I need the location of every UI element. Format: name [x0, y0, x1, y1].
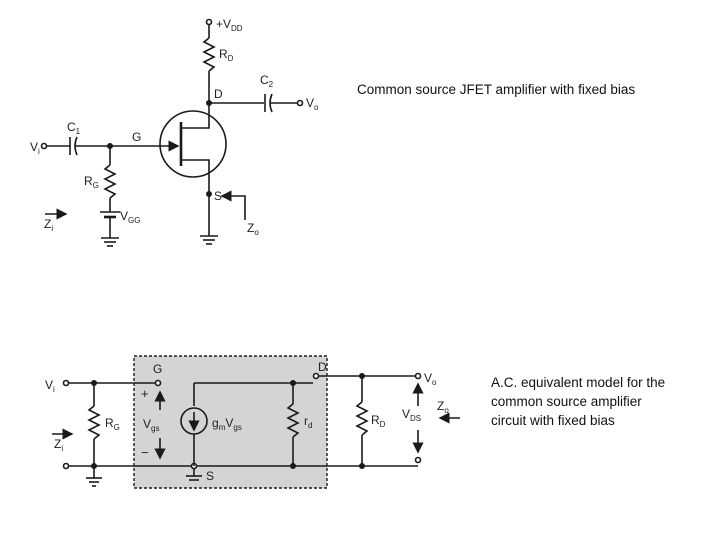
drain-label: D	[214, 87, 223, 101]
c1-label: C1	[67, 120, 81, 136]
ac-equivalent-model: Vi G + − RG Vgs gmVgs rd D RD Vo VDS Zo …	[45, 355, 460, 489]
ac-gm-vgs-label: gmVgs	[212, 416, 242, 432]
ac-plus-label: +	[141, 386, 149, 401]
ac-output-terminal	[414, 372, 422, 380]
output-terminal	[296, 99, 304, 107]
ac-input-ground-icon	[86, 477, 102, 487]
zi-label: Zi	[44, 217, 53, 233]
ac-source-ground-icon	[186, 475, 202, 481]
ac-minus-label: −	[141, 445, 149, 460]
zo-label: Zo	[247, 221, 259, 237]
jfet-body	[159, 110, 227, 178]
ac-vds-label: VDS	[402, 407, 421, 423]
vi-label: Vi	[30, 140, 40, 156]
ac-vo-label: Vo	[424, 371, 437, 387]
ac-input-ground-terminal	[62, 462, 70, 470]
ac-gate-terminal	[154, 379, 162, 387]
ac-rg-label: RG	[105, 416, 120, 432]
ac-vgs-label: Vgs	[143, 417, 159, 433]
ac-drain-label: D	[318, 360, 327, 374]
ac-input-terminal	[62, 379, 70, 387]
input-terminal	[40, 142, 48, 150]
ac-rd-small-label: rd	[304, 414, 312, 430]
ac-rd-bottom-node	[289, 462, 296, 469]
ac-drain-resistor	[355, 401, 369, 436]
ac-gate-resistor	[87, 405, 101, 440]
drain-resistor	[202, 37, 216, 72]
ac-output-ground-terminal	[414, 456, 422, 464]
caption-ac-equivalent-model: A.C. equivalent model for the common sou…	[491, 373, 716, 430]
gate-label: G	[132, 130, 141, 144]
gate-ground-icon	[101, 237, 119, 247]
ac-drain-resistance	[286, 403, 300, 438]
c2-label: C2	[260, 73, 274, 89]
vgg-label: VGG	[120, 209, 140, 225]
source-label: S	[214, 189, 222, 203]
ac-zo-label: Zo	[437, 399, 449, 415]
vdd-terminal	[205, 18, 213, 26]
ac-source-label: S	[206, 469, 214, 483]
fixed-bias-jfet-circuit	[40, 18, 304, 247]
ac-drain-terminal	[312, 372, 320, 380]
caption-line: circuit with fixed bias	[491, 413, 615, 428]
ac-vi-label: Vi	[45, 378, 55, 394]
rg-label: RG	[84, 174, 99, 190]
caption-fixed-bias-circuit: Common source JFET amplifier with fixed …	[357, 82, 636, 97]
caption-line: common source amplifier	[491, 394, 642, 409]
gate-resistor	[103, 164, 117, 199]
ac-rd-load-bottom-node	[358, 462, 365, 469]
vdd-label: +VDD	[216, 17, 243, 33]
ac-rd-load-label: RD	[371, 413, 386, 429]
ac-model-labels: Vi G + − RG Vgs gmVgs rd D RD Vo VDS Zo …	[45, 360, 449, 483]
vo-label: Vo	[306, 96, 319, 112]
ac-zi-label: Zi	[54, 437, 63, 453]
fixed-bias-labels: +VDD RD C2 D Vo Vi C1 G RG VGG S Zi Zo	[30, 17, 319, 237]
ac-gate-label: G	[153, 362, 162, 376]
source-ground-icon	[200, 235, 218, 245]
rd-label: RD	[219, 47, 234, 63]
caption-line: A.C. equivalent model for the	[491, 375, 666, 390]
